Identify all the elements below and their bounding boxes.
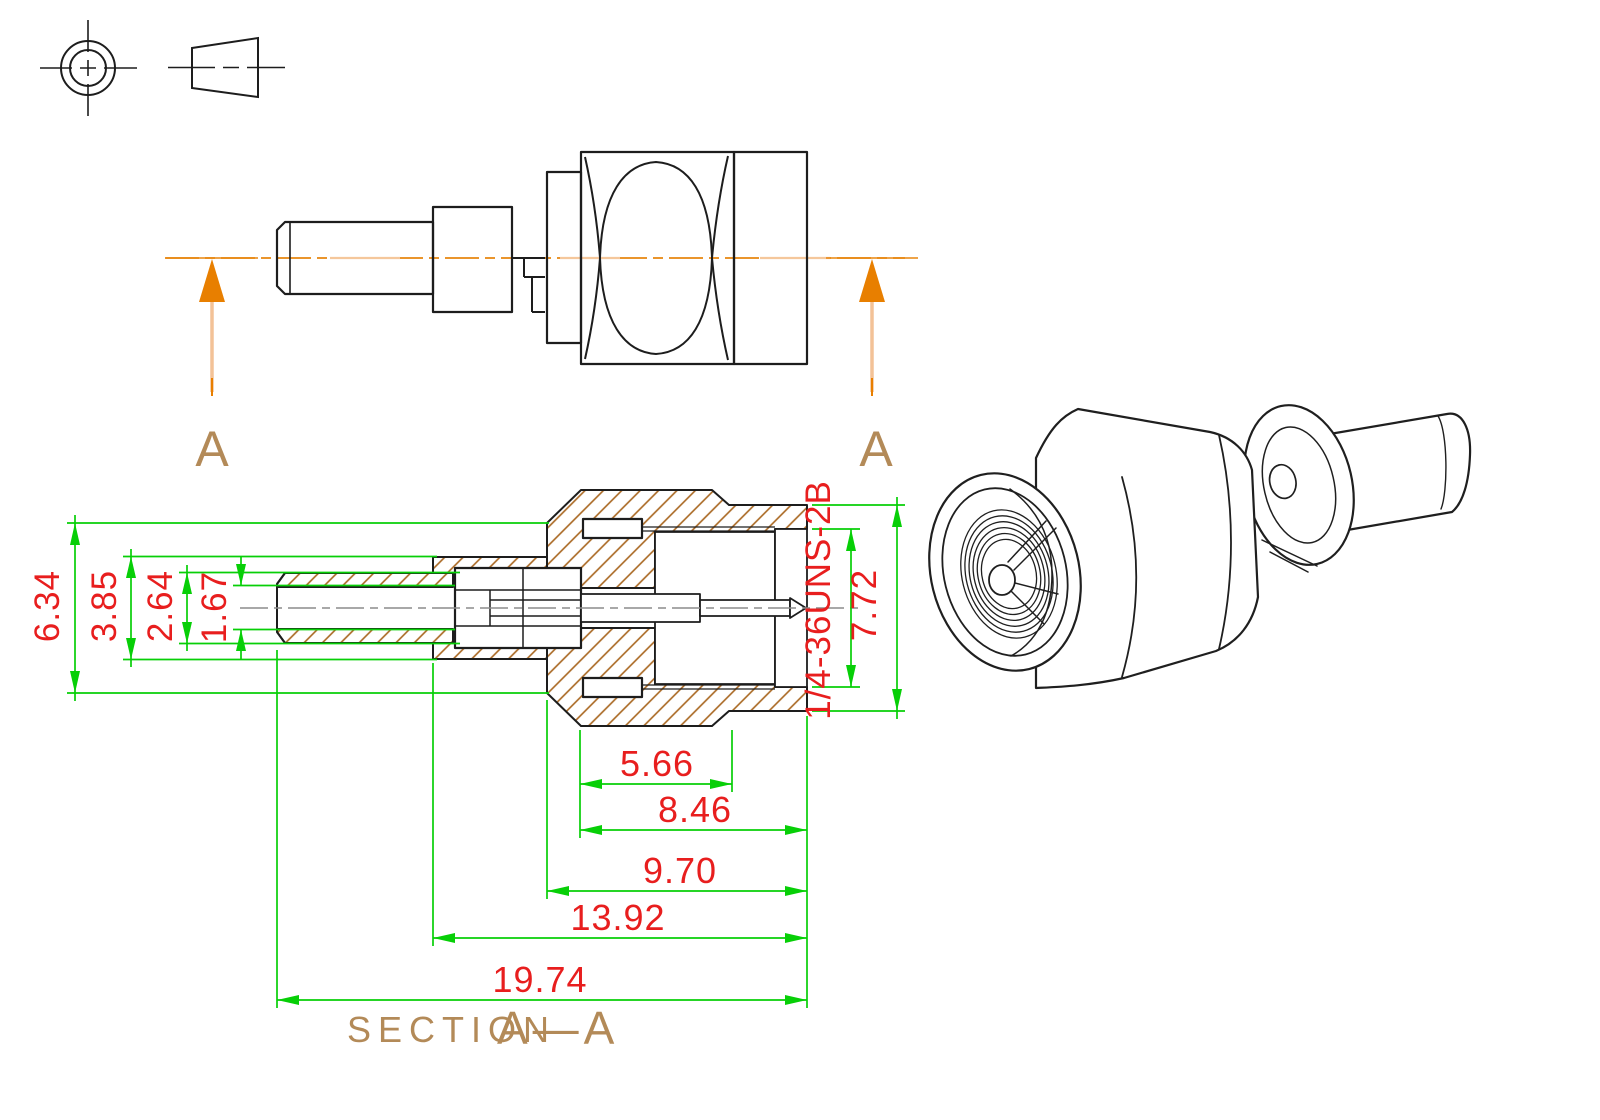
iso-pin-spokes bbox=[1007, 520, 1059, 625]
ext-thread bbox=[812, 528, 860, 688]
iso-hex-body bbox=[1034, 407, 1260, 690]
section-barrel-wall-bottom bbox=[276, 628, 454, 644]
ext-3-85 bbox=[123, 555, 437, 661]
section-cut-arrows: A A bbox=[166, 257, 918, 477]
section-title-name: A—A bbox=[497, 1002, 619, 1054]
iso-rear-barrel-cap-line bbox=[1437, 415, 1447, 510]
iso-center-pin-hub bbox=[988, 564, 1016, 596]
section-title: SECTION A—A bbox=[347, 1002, 619, 1054]
dim-3-85: 3.85 bbox=[85, 570, 124, 642]
iso-washer-hole bbox=[1268, 463, 1297, 500]
top-view: A A bbox=[165, 150, 918, 477]
section-cavity-gap-lines bbox=[642, 526, 775, 690]
dim-2-64: 2.64 bbox=[141, 570, 180, 642]
iso-washer-inner bbox=[1261, 426, 1337, 544]
ext-2-64 bbox=[179, 571, 460, 645]
projection-angle-symbol bbox=[40, 20, 285, 116]
dim-9-70: 9.70 bbox=[643, 850, 717, 891]
ext-1-67 bbox=[233, 584, 455, 631]
iso-washer-slot-lines bbox=[1261, 539, 1318, 573]
iso-hex-edge-rear bbox=[1218, 434, 1232, 650]
dim-6-34: 6.34 bbox=[28, 570, 67, 642]
iso-front-rim-back-edge bbox=[1009, 488, 1053, 657]
top-view-collar bbox=[431, 205, 514, 314]
dim-1-67: 1.67 bbox=[195, 571, 234, 643]
section-title-prefix: SECTION bbox=[347, 1009, 556, 1050]
section-contact-slots bbox=[455, 568, 581, 648]
isometric-view bbox=[928, 404, 1472, 690]
dim-thread-callout: 1/4-36UNS-2B bbox=[799, 480, 838, 720]
dim-5-66: 5.66 bbox=[620, 743, 694, 784]
top-view-hex-right-corner-arcs bbox=[711, 155, 729, 361]
top-view-rear-cap bbox=[732, 150, 809, 366]
section-insulator-key-bottom bbox=[581, 676, 644, 699]
section-view bbox=[240, 489, 860, 727]
iso-front-ring-inner bbox=[941, 487, 1069, 657]
dimensions: 5.66 8.46 9.70 13.92 19.74 6.34 3.85 2.6… bbox=[28, 480, 905, 1008]
iso-hex-edge-front bbox=[1121, 476, 1138, 678]
dim-7-72: 7.72 bbox=[845, 569, 884, 641]
section-insulator-key-top bbox=[581, 517, 644, 540]
iso-thread-rings bbox=[960, 509, 1058, 639]
dimension-arrowheads bbox=[70, 505, 902, 1005]
projection-symbol-cone bbox=[191, 36, 259, 99]
dim-8-46: 8.46 bbox=[658, 789, 732, 830]
ext-7-72 bbox=[812, 504, 905, 712]
cut-label-left: A bbox=[195, 421, 229, 477]
section-arrow-right-head bbox=[859, 259, 885, 302]
dim-13-92: 13.92 bbox=[570, 897, 665, 938]
dim-19-74: 19.74 bbox=[492, 959, 587, 1000]
top-view-step-notch bbox=[512, 257, 545, 313]
top-view-crimp-barrel bbox=[275, 220, 435, 296]
ext-6-34 bbox=[67, 522, 549, 694]
section-arrow-left-head bbox=[199, 259, 225, 302]
cut-label-right: A bbox=[859, 421, 893, 477]
